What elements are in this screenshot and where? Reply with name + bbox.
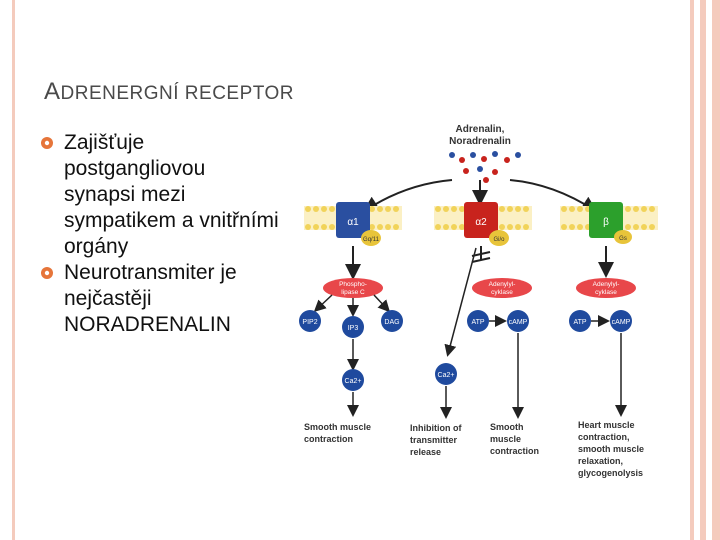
enzyme-plc-line1: Phospho- [339, 281, 367, 288]
ligand-molecules [449, 151, 521, 183]
messenger-atp-2-label: ATP [573, 319, 586, 326]
messenger-pip2 [299, 310, 321, 332]
title-rest: DRENERGNÍ RECEPTOR [60, 83, 295, 104]
outcome-3-line1: Smooth [490, 422, 524, 432]
bullet-text-2: Neurotransmiter je nejčastěji NORADRENAL… [64, 261, 237, 336]
enzyme-ac-1 [472, 278, 532, 298]
ligand-label-line2: Noradrenalin [449, 136, 511, 147]
enzyme-plc-line2: lipase C [341, 289, 365, 296]
bullet-item-1: Zajišťuje postgangliovou synapsi mezi sy… [40, 130, 280, 260]
bullet-item-2: Neurotransmiter je nejčastěji NORADRENAL… [40, 260, 280, 338]
messenger-camp-1 [507, 310, 529, 332]
block-mark-1 [471, 251, 491, 257]
gprotein-1 [361, 230, 381, 246]
bullet-list: Zajišťuje postgangliovou synapsi mezi sy… [40, 130, 280, 338]
receptor-beta [589, 202, 623, 238]
receptor-alpha2 [464, 202, 498, 238]
receptor-alpha2-label: α2 [475, 217, 487, 228]
gprotein-1-label: Gq/11 [363, 237, 380, 243]
flower-bullet-icon [41, 267, 53, 279]
enzyme-ac-2-line2: cyklase [595, 289, 617, 296]
gprotein-3 [614, 230, 632, 244]
outcome-2-line2: transmitter [410, 435, 458, 445]
title-initial: A [44, 78, 61, 105]
enzyme-plc [323, 278, 383, 298]
outcome-4-line3: smooth muscle [578, 444, 644, 454]
messenger-camp-2 [610, 310, 632, 332]
receptor-beta-label: β [603, 217, 609, 228]
arrow-to-beta [509, 179, 598, 213]
messenger-camp-1-label: cAMP [509, 319, 528, 326]
arrow-to-pip2 [313, 294, 333, 313]
arrow-alpha2-to-ca [444, 247, 477, 357]
messenger-ca-mid [435, 363, 457, 385]
messenger-atp-1 [467, 310, 489, 332]
outcome-2-line1: Inhibition of [410, 423, 462, 433]
receptor-alpha1-label: α1 [347, 217, 359, 228]
outcome-1-line1: Smooth muscle [304, 422, 371, 432]
outcome-3-line3: contraction [490, 446, 539, 456]
messenger-ip3-label: IP3 [348, 325, 359, 332]
outcome-1-line2: contraction [304, 434, 353, 444]
ligand-label-line1: Adrenalin, [456, 124, 505, 135]
decorative-stripe-1 [690, 0, 694, 540]
gprotein-2-label: Gi/o [493, 237, 505, 243]
messenger-ca-mid-label: Ca2+ [438, 372, 455, 379]
enzyme-ac-1-line1: Adenylyl- [489, 281, 516, 288]
outcome-4-line4: relaxation, [578, 456, 623, 466]
messenger-camp-2-label: cAMP [612, 319, 631, 326]
outcome-2-line3: release [410, 447, 441, 457]
flower-bullet-icon [41, 137, 53, 149]
messenger-atp-2 [569, 310, 591, 332]
messenger-ip3 [342, 316, 364, 338]
enzyme-ac-2 [576, 278, 636, 298]
messenger-dag [381, 310, 403, 332]
block-mark-2 [471, 257, 491, 263]
enzyme-ac-2-line1: Adenylyl- [593, 281, 620, 288]
outcome-4-line5: glycogenolysis [578, 468, 643, 478]
decorative-stripe-3 [712, 0, 720, 540]
adrenergic-pathway-diagram: Adrenalin, Noradrenalin α1 [299, 124, 658, 478]
left-frame-line [12, 0, 15, 540]
receptor-alpha1 [336, 202, 370, 238]
decorative-stripe-2 [700, 0, 706, 540]
gprotein-2 [489, 230, 509, 246]
bullet-text-1: Zajišťuje postgangliovou synapsi mezi sy… [64, 131, 279, 258]
outcome-3-line2: muscle [490, 434, 521, 444]
outcome-4-line1: Heart muscle [578, 420, 635, 430]
messenger-ca-left-label: Ca2+ [345, 378, 362, 385]
outcome-4-line2: contraction, [578, 432, 630, 442]
messenger-ca-left [342, 369, 364, 391]
messenger-atp-1-label: ATP [471, 319, 484, 326]
messenger-dag-label: DAG [384, 319, 399, 326]
arrow-to-dag [373, 294, 391, 313]
gprotein-3-label: Gs [619, 236, 627, 242]
slide-title: ADRENERGNÍ RECEPTOR [44, 78, 294, 106]
messenger-pip2-label: PIP2 [302, 319, 317, 326]
arrow-to-alpha1 [362, 179, 453, 213]
enzyme-ac-1-line2: cyklase [491, 289, 513, 296]
